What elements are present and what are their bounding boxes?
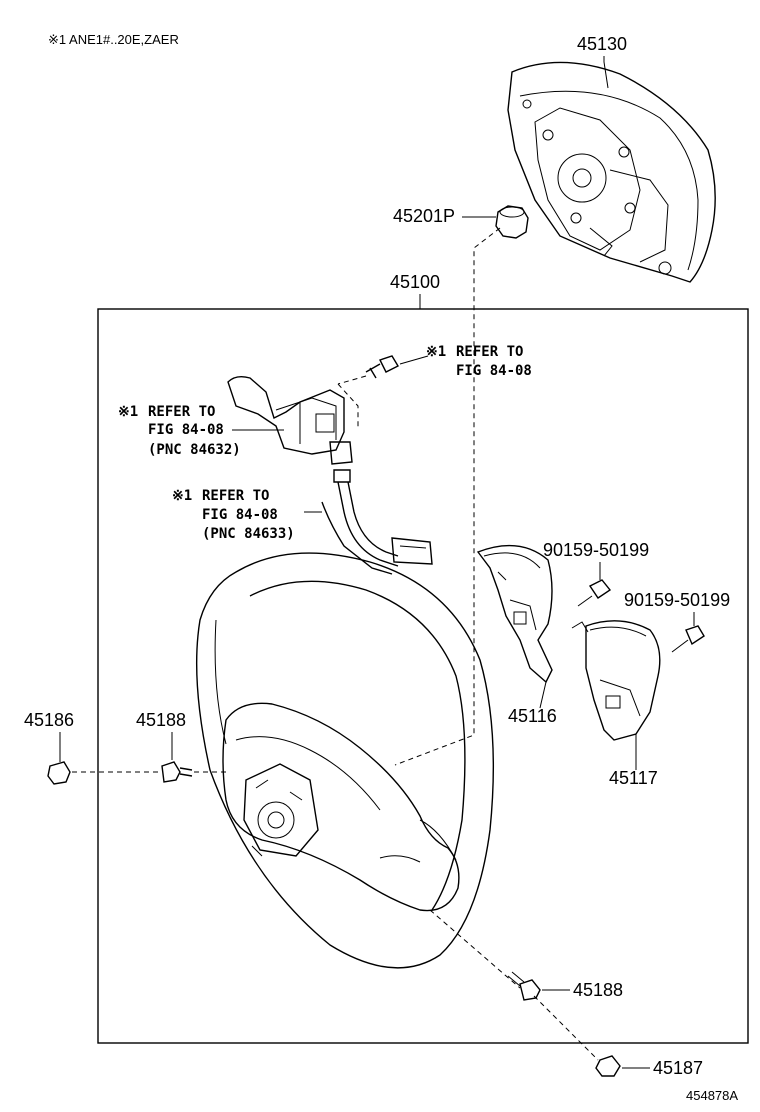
screw-45188-upper-illustration [161, 761, 193, 783]
ref2-mark: ※1 [118, 404, 138, 420]
ref3-line1: REFER TO [202, 488, 269, 504]
ref1-mark: ※1 [426, 344, 446, 360]
leader-45130 [603, 56, 609, 89]
ref1-line2: FIG 84-08 [456, 363, 532, 379]
screw-90159-a-illustration [577, 579, 612, 607]
leader-45116 [539, 681, 547, 709]
part-number-45187: 45187 [653, 1058, 703, 1078]
screw-45188-lower-illustration [507, 971, 541, 1001]
wire-harness-illustration [321, 481, 433, 575]
ref2-line2: FIG 84-08 [148, 422, 224, 438]
ref2-line3: (PNC 84632) [148, 442, 241, 458]
part-number-45188-lower: 45188 [573, 980, 623, 1000]
part-number-45130: 45130 [577, 34, 627, 54]
cap-45186-illustration [47, 761, 71, 785]
part-number-45100: 45100 [390, 272, 440, 292]
part-number-45116: 45116 [508, 706, 557, 726]
nut-45201p-illustration [495, 205, 529, 239]
assembly-boundary-box [97, 308, 749, 1044]
header-note: ※1 ANE1#..20E,ZAER [48, 32, 179, 47]
ref1-line1: REFER TO [456, 344, 523, 360]
dash-45201p-to-wheel [394, 227, 501, 766]
part-number-45201p: 45201P [393, 206, 455, 226]
steering-wheel-illustration [195, 552, 495, 969]
part-number-45117: 45117 [609, 768, 658, 788]
ref3-line3: (PNC 84633) [202, 526, 295, 542]
leader-ref1 [399, 355, 429, 365]
part-number-45186: 45186 [24, 710, 74, 730]
figure-code: 454878A [686, 1088, 738, 1103]
ref2-line1: REFER TO [148, 404, 215, 420]
switch-45117-illustration [571, 620, 661, 741]
horn-switch-illustration [227, 375, 353, 483]
screw-90159-b-illustration [671, 625, 705, 653]
ref3-line2: FIG 84-08 [202, 507, 278, 523]
cap-45187-illustration [595, 1055, 621, 1077]
airbag-pad-illustration [507, 61, 716, 283]
dash-bolt-to-switch [337, 375, 367, 430]
ref3-mark: ※1 [172, 488, 192, 504]
switch-45116-illustration [476, 544, 553, 684]
dash-wheel-to-45187 [429, 909, 599, 1061]
part-number-90159-a: 90159-50199 [543, 540, 649, 560]
part-number-90159-b: 90159-50199 [624, 590, 730, 610]
bolt-upper-illustration [365, 355, 399, 379]
part-number-45188-upper: 45188 [136, 710, 186, 730]
